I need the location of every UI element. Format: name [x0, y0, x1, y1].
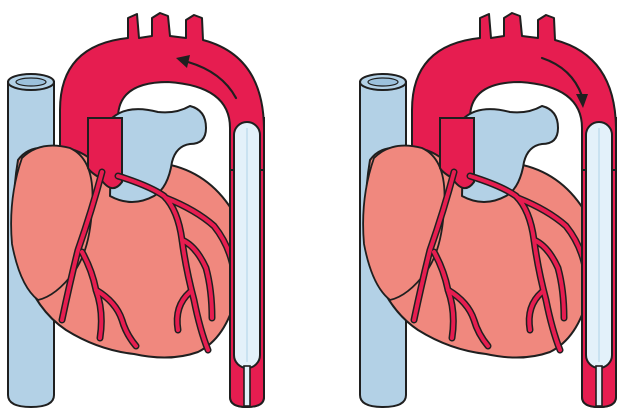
- panel-right: [360, 13, 616, 407]
- panel-left: [8, 13, 264, 407]
